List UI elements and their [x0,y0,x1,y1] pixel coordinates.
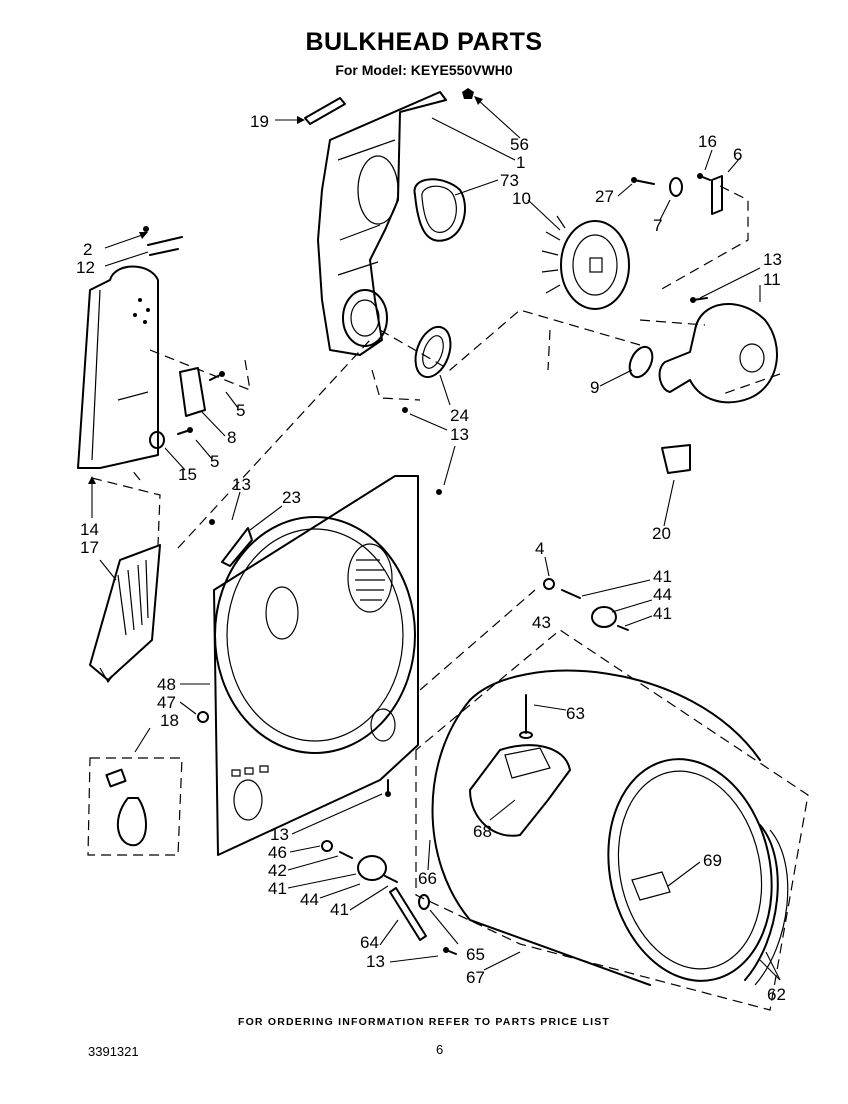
callout-73: 73 [500,171,519,190]
screw-part-16 [697,173,711,181]
ordering-note: FOR ORDERING INFORMATION REFER TO PARTS … [237,1016,611,1028]
callout-44a: 44 [653,585,672,604]
plate-part-8 [179,367,206,417]
duct-housing-part [317,91,447,356]
seal-part-73 [413,178,466,242]
callout-27: 27 [595,187,614,206]
callout-10: 10 [512,189,531,208]
callout-41b: 41 [653,604,672,623]
callout-13c: 13 [232,475,251,494]
callout-2: 2 [83,240,92,259]
nut-part-47 [197,711,209,723]
leader-lines [88,96,781,981]
callout-46: 46 [268,843,287,862]
roller-assembly-part-lower [321,840,398,883]
screw-part-56 [462,88,474,99]
callout-41d: 41 [330,900,349,919]
callout-17: 17 [80,538,99,557]
callout-5a: 5 [236,401,245,420]
baffle-part-69 [631,871,671,901]
callout-15: 15 [178,465,197,484]
callout-69: 69 [703,851,722,870]
callout-48: 48 [157,675,176,694]
bracket-part-6 [711,175,723,215]
callout-13b: 13 [450,425,469,444]
clip-part-7 [669,177,683,197]
callout-5b: 5 [210,452,219,471]
gasket-part-24 [414,325,452,379]
callout-64: 64 [360,933,379,952]
callout-62: 62 [767,985,786,1004]
callout-13d: 13 [270,825,289,844]
callout-63: 63 [566,704,585,723]
strap-part-64 [389,887,427,941]
blower-wheel-part [541,215,630,310]
callout-66: 66 [418,869,437,888]
callout-1: 1 [516,153,525,172]
assembly-lines [91,185,781,691]
callout-67: 67 [466,968,485,987]
washer-part-65 [418,894,430,910]
callout-24: 24 [450,406,469,425]
callout-18: 18 [160,711,179,730]
blower-housing-part [658,303,778,404]
bracket-part-19 [304,97,346,125]
front-bulkhead-part [213,475,419,856]
screw-part-13-front [209,407,442,797]
callout-13e: 13 [366,952,385,971]
screw-part-5 [177,371,225,435]
callout-9: 9 [590,378,599,397]
bracket-part-20 [661,444,691,474]
callout-56: 56 [510,135,529,154]
bracket-part-23 [221,527,253,567]
callout-8: 8 [227,428,236,447]
screw-part-63 [519,694,533,739]
drum-part [415,629,809,1011]
callout-4: 4 [535,539,544,558]
callout-12: 12 [76,258,95,277]
callout-43: 43 [532,613,551,632]
harness-kit-part [87,757,183,856]
callout-20: 20 [652,524,671,543]
screw-part-27 [631,177,655,185]
idler-bracket-part [77,265,159,469]
page-title: BULKHEAD PARTS [305,28,543,56]
callout-42: 42 [268,861,287,880]
screw-part-13-lower [443,947,457,955]
callout-16: 16 [698,132,717,151]
callout-14: 14 [80,520,99,539]
callout-68: 68 [473,822,492,841]
pulley-part-15 [149,431,165,449]
screw-part-13a [690,297,708,303]
callout-6: 6 [733,145,742,164]
callout-65: 65 [466,945,485,964]
callout-41a: 41 [653,567,672,586]
callout-7: 7 [653,216,662,235]
clip-part-2-12 [143,226,183,256]
roller-assembly-part-upper [543,578,629,631]
callout-labels: 19 56 1 73 10 16 6 27 7 13 11 2 12 9 5 8… [76,112,786,1004]
callout-44b: 44 [300,890,319,909]
page-number: 6 [436,1042,444,1057]
heater-element-part [89,544,161,684]
callout-13a: 13 [763,250,782,269]
document-number: 3391321 [88,1044,139,1059]
model-subtitle: For Model: KEYE550VWH0 [335,62,513,78]
callout-41c: 41 [268,879,287,898]
drum-seal-part-62 [744,824,789,986]
seal-part-9 [628,345,654,379]
callout-11: 11 [763,270,781,289]
callout-23: 23 [282,488,301,507]
callout-47: 47 [157,693,176,712]
callout-19: 19 [250,112,269,131]
